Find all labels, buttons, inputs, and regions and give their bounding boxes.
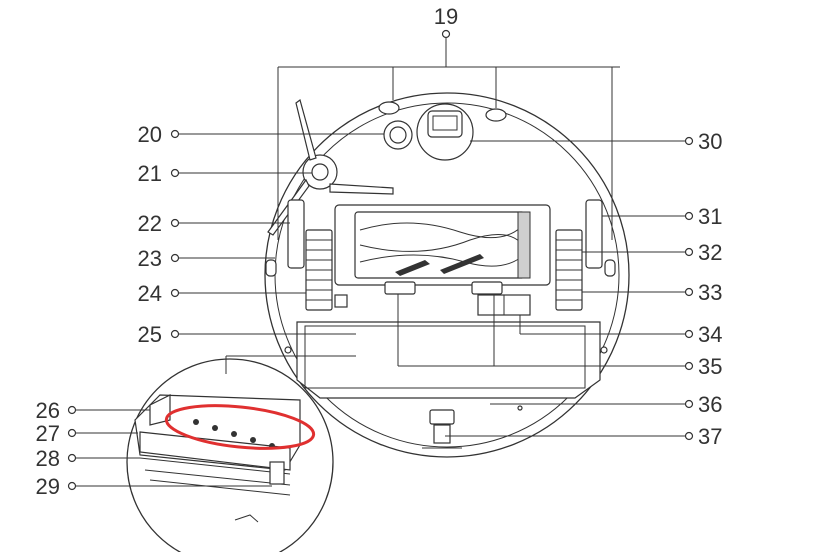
callout-19: 19: [434, 4, 458, 29]
callout-35: 35: [698, 354, 722, 379]
callout-dots: [67, 29, 694, 491]
callout-37: 37: [698, 424, 722, 449]
callout-32: 32: [698, 240, 722, 265]
cliff-sensor-right-top: [485, 108, 507, 122]
left-drive-wheel: [265, 199, 333, 311]
callout-33: 33: [698, 280, 722, 305]
callout-26: 26: [36, 398, 60, 423]
brush-cover-latch: [334, 294, 531, 316]
zoom-inset-water-outlets: [126, 358, 334, 552]
rear-charging-contacts: [422, 409, 462, 449]
callout-28: 28: [36, 446, 60, 471]
callout-25: 25: [138, 322, 162, 347]
top-cliff-sensors: [378, 101, 507, 122]
callout-21: 21: [138, 161, 162, 186]
right-drive-wheel: [555, 199, 616, 311]
callout-23: 23: [138, 246, 162, 271]
robot-outer-shell: [264, 92, 630, 458]
callout-labels: 19 20 21 22 23 24 25 26 27 28 29 30 31 3…: [36, 4, 723, 499]
highlight-circle: [164, 404, 316, 450]
callout-24: 24: [138, 281, 162, 306]
callout-20: 20: [138, 122, 162, 147]
callout-29: 29: [36, 474, 60, 499]
callout-34: 34: [698, 322, 722, 347]
callout-27: 27: [36, 421, 60, 446]
dustbin-water-tank: [284, 321, 608, 411]
cliff-sensor-left-top: [378, 101, 400, 115]
leader-lines: [75, 37, 686, 487]
callout-30: 30: [698, 129, 722, 154]
callout-22: 22: [138, 211, 162, 236]
front-universal-wheel: [416, 103, 474, 161]
charging-contact-round: [383, 120, 413, 150]
main-roller-brush: [334, 204, 551, 295]
callout-36: 36: [698, 392, 722, 417]
callout-31: 31: [698, 204, 722, 229]
